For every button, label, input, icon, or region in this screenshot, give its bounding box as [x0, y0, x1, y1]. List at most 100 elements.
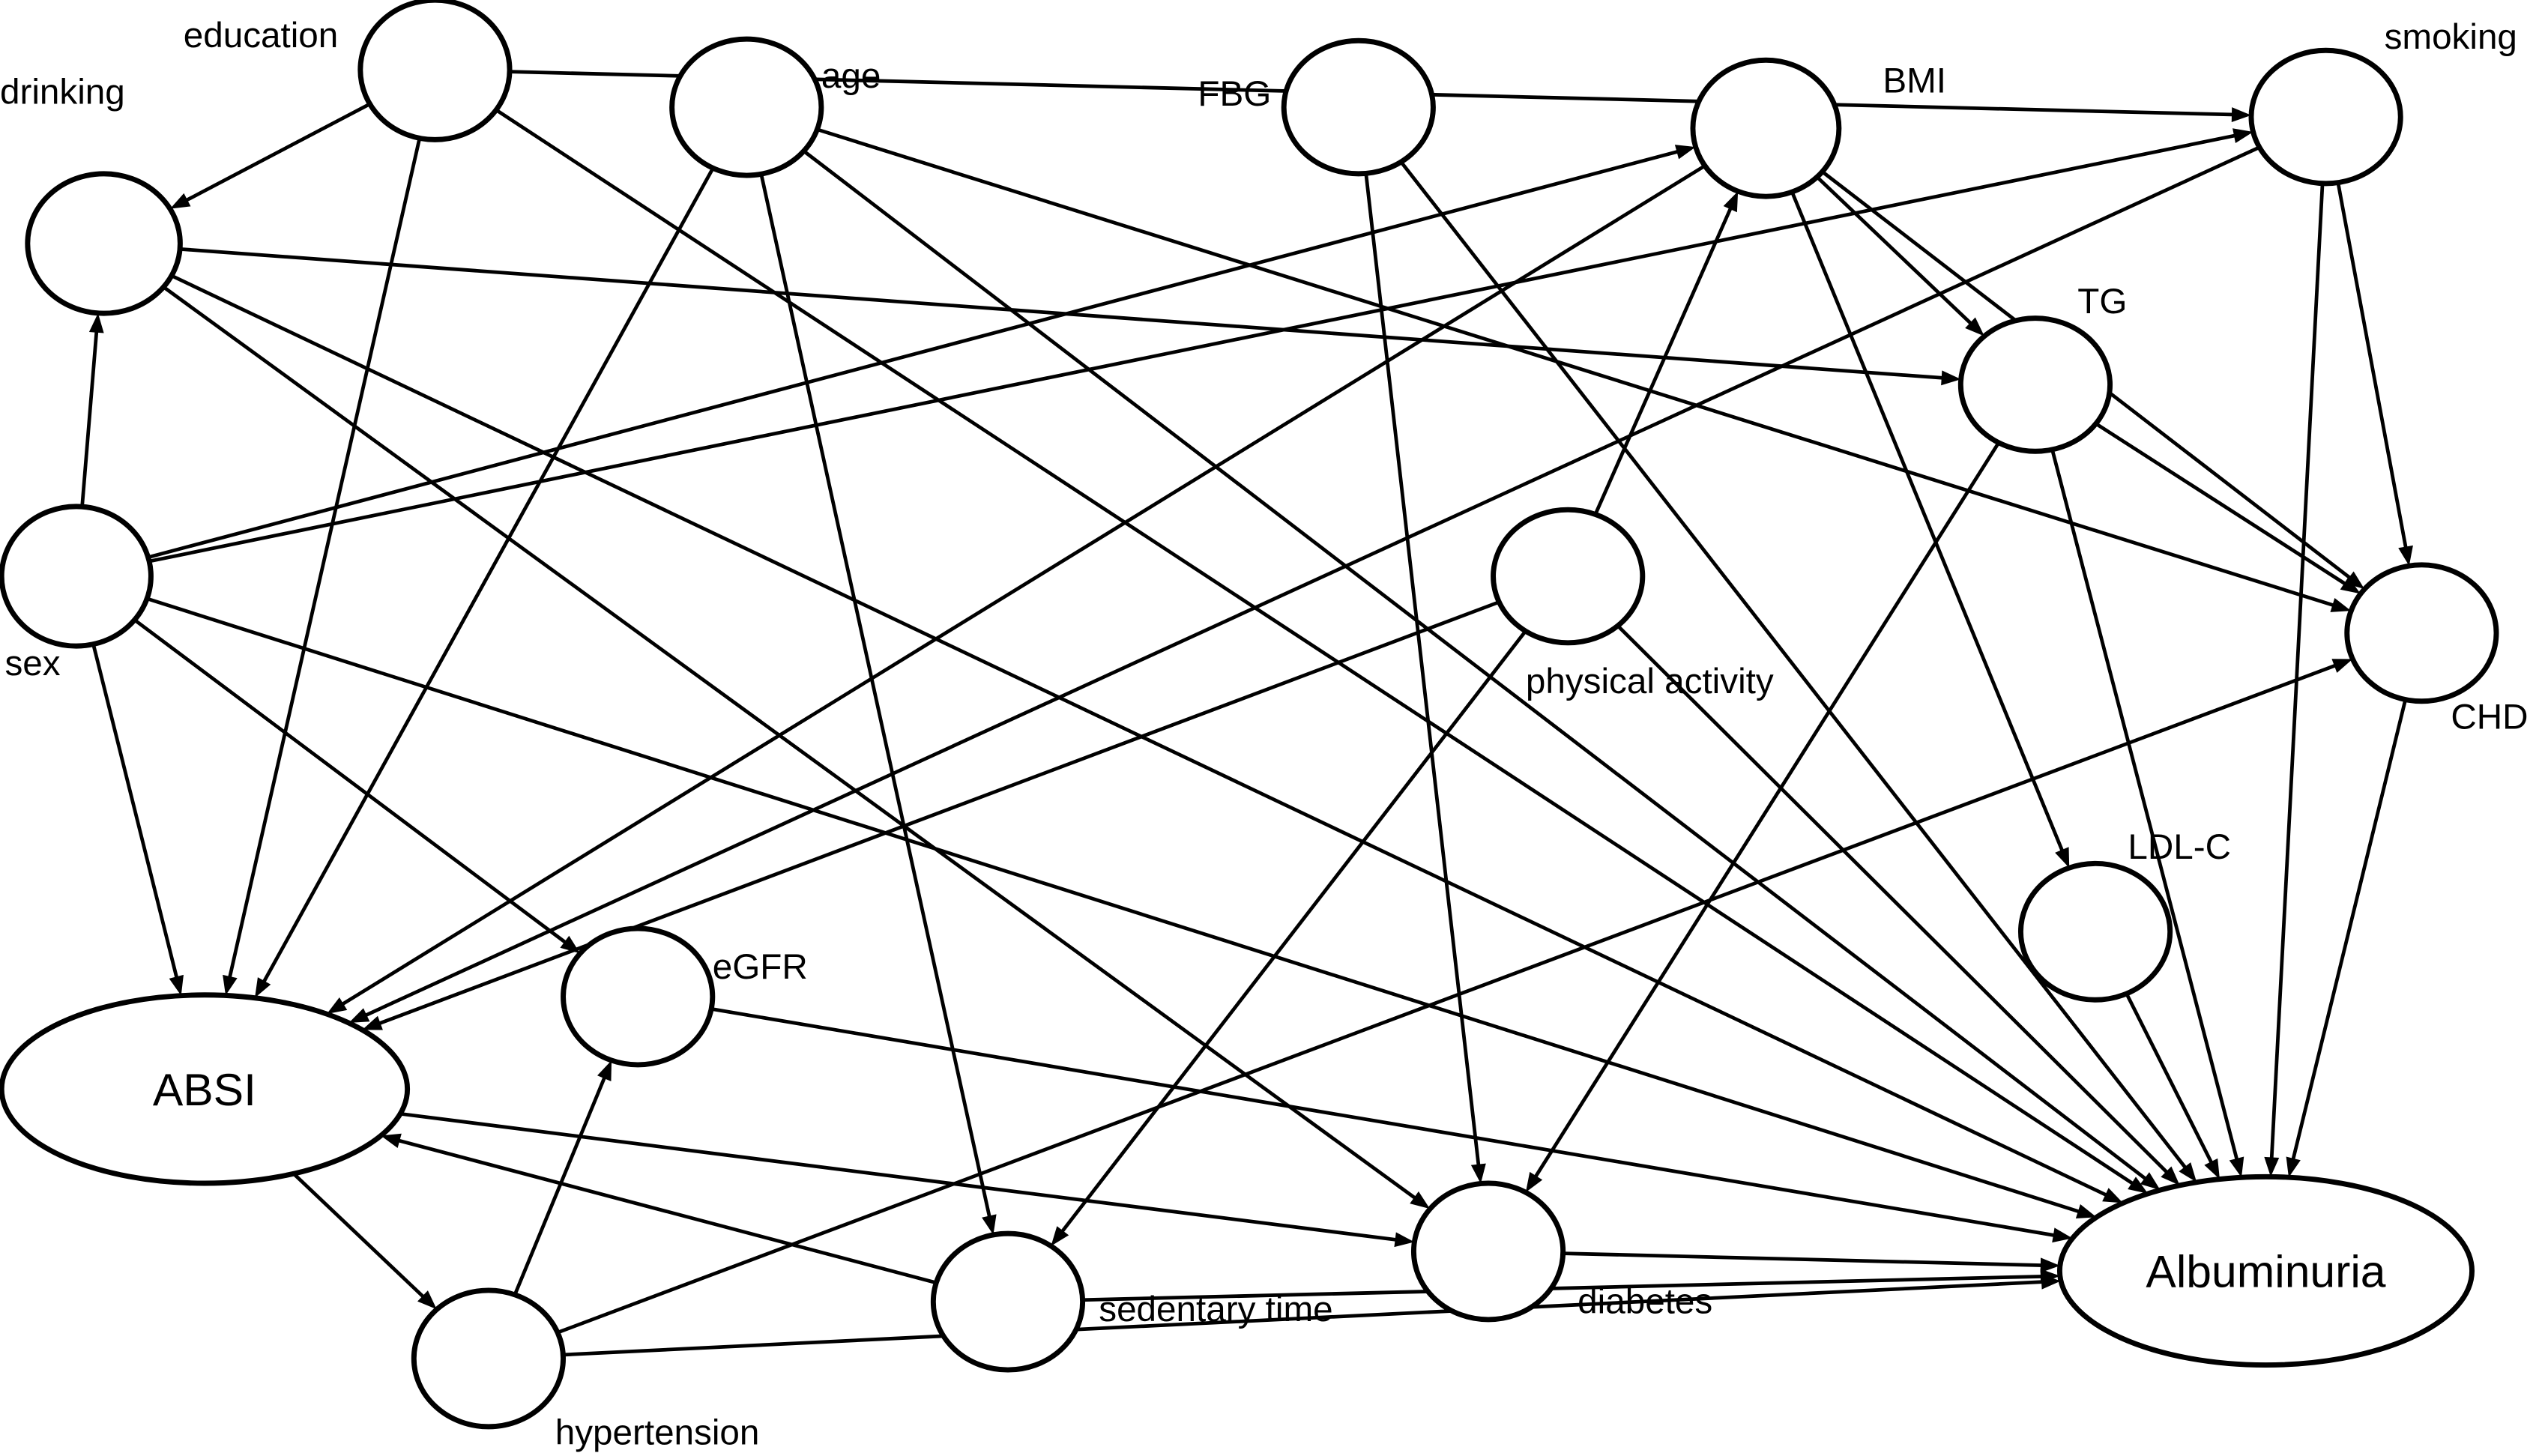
- arrowhead: [2161, 1166, 2180, 1185]
- arrowhead: [1941, 370, 1961, 386]
- node-fbg: [1281, 37, 1436, 177]
- edge-physical_activity-to-bmi: [1593, 191, 1739, 516]
- arrowhead: [1051, 1226, 1069, 1246]
- node-tg: [1957, 315, 2113, 454]
- edges-layer: [80, 70, 2413, 1357]
- arrowhead: [417, 1290, 437, 1310]
- edge-line: [146, 596, 2082, 1215]
- arrowhead: [2075, 1203, 2097, 1219]
- edge-absi-to-diabetes: [399, 1111, 1415, 1248]
- arrowhead: [2330, 598, 2352, 612]
- edge-line: [563, 1280, 2045, 1357]
- arrowhead: [2204, 1158, 2220, 1179]
- edge-line: [91, 644, 179, 981]
- label-physical-activity: physical activity: [1526, 662, 1774, 701]
- label-sex: sex: [4, 644, 60, 683]
- edge-sex-to-albuminuria: [146, 596, 2097, 1219]
- arrowhead: [1470, 1163, 1486, 1184]
- node-physical-activity: [1491, 507, 1646, 646]
- edge-absi-to-hypertension: [292, 1172, 437, 1310]
- edge-line: [80, 329, 99, 507]
- arrowhead: [255, 977, 271, 998]
- label-egfr: eGFR: [713, 947, 808, 987]
- label-tg: TG: [2077, 282, 2127, 321]
- arrowhead: [1410, 1191, 1431, 1209]
- arrowhead: [2040, 1257, 2060, 1273]
- edge-diabetes-to-albuminuria: [1563, 1251, 2060, 1273]
- label-sedentary-time: sedentary time: [1099, 1290, 1332, 1329]
- edge-line: [2050, 449, 2239, 1162]
- edge-line: [399, 1111, 1399, 1242]
- node-smoking: [2248, 47, 2403, 187]
- edge-sex-to-drinking: [80, 312, 104, 507]
- edge-ldlc-to-albuminuria: [2125, 992, 2220, 1179]
- arrowhead: [88, 312, 104, 333]
- edge-line: [2269, 183, 2325, 1161]
- edge-line: [133, 618, 569, 946]
- edge-age-to-sedentary_time: [759, 173, 997, 1235]
- edge-line: [339, 164, 1706, 1007]
- edge-age-to-albuminuria: [803, 149, 2161, 1191]
- edge-sex-to-bmi: [148, 145, 1696, 559]
- edge-bmi-to-tg: [1815, 175, 1984, 336]
- edge-line: [1059, 629, 1527, 1235]
- node-education: [357, 0, 513, 142]
- node-drinking: [25, 171, 183, 316]
- node-ldlc: [2017, 860, 2173, 1003]
- edge-drinking-to-diabetes: [162, 286, 1431, 1209]
- edge-line: [148, 149, 1681, 559]
- label-smoking: smoking: [2385, 17, 2517, 57]
- arrowhead: [362, 1015, 383, 1030]
- arrowhead: [2231, 107, 2251, 123]
- edge-smoking-to-absi: [348, 145, 2261, 1024]
- edge-hypertension-to-egfr: [513, 1060, 612, 1296]
- edge-line: [363, 145, 2261, 1018]
- label-fbg: FBG: [1198, 74, 1271, 114]
- edge-age-to-absi: [255, 167, 715, 998]
- edge-line: [1593, 205, 1733, 516]
- node-chd: [2344, 562, 2499, 704]
- edge-smoking-to-albuminuria: [2264, 183, 2325, 1177]
- arrowhead: [2286, 1156, 2301, 1178]
- edge-education-to-drinking: [169, 102, 371, 209]
- node-albuminuria: [2056, 1173, 2475, 1368]
- arrowhead: [2232, 128, 2253, 143]
- edge-line: [1616, 624, 2170, 1176]
- arrowhead: [2264, 1156, 2280, 1177]
- label-ldlc: LDL-C: [2128, 827, 2231, 867]
- edge-line: [396, 1138, 937, 1285]
- edge-line: [1364, 173, 1481, 1168]
- edge-line: [227, 137, 422, 980]
- arrowhead: [1525, 1171, 1543, 1193]
- edge-line: [183, 102, 371, 203]
- edge-tg-to-albuminuria: [2050, 449, 2244, 1178]
- arrowhead: [1674, 145, 1696, 160]
- edge-line: [495, 108, 2136, 1186]
- nodes-layer: [0, 0, 2499, 1430]
- label-bmi: BMI: [1883, 61, 1946, 101]
- arrowhead: [2229, 1156, 2244, 1178]
- edge-line: [710, 1007, 2057, 1238]
- label-albuminuria: Albuminuria: [2146, 1246, 2385, 1297]
- edge-line: [1533, 441, 2001, 1180]
- edge-fbg-to-diabetes: [1364, 173, 1486, 1184]
- edge-physical_activity-to-albuminuria: [1616, 624, 2180, 1185]
- edge-sedentary_time-to-albuminuria: [1082, 1269, 2060, 1302]
- label-chd: CHD: [2451, 698, 2528, 737]
- edge-tg-to-chd: [2095, 422, 2361, 594]
- node-diabetes: [1410, 1180, 1566, 1323]
- arrowhead: [1723, 191, 1739, 213]
- arrowhead: [223, 974, 238, 996]
- edge-line: [261, 167, 715, 985]
- arrowhead: [2331, 659, 2353, 673]
- edge-line: [162, 286, 1418, 1201]
- edge-line: [759, 173, 992, 1220]
- label-hypertension: hypertension: [555, 1413, 760, 1453]
- edge-bmi-to-ldlc: [1790, 191, 2070, 869]
- arrowhead: [2128, 1176, 2149, 1194]
- edge-physical_activity-to-sedentary_time: [1051, 629, 1527, 1246]
- edge-line: [1399, 160, 2188, 1171]
- node-bmi: [1690, 57, 1842, 199]
- arrowhead: [169, 193, 191, 209]
